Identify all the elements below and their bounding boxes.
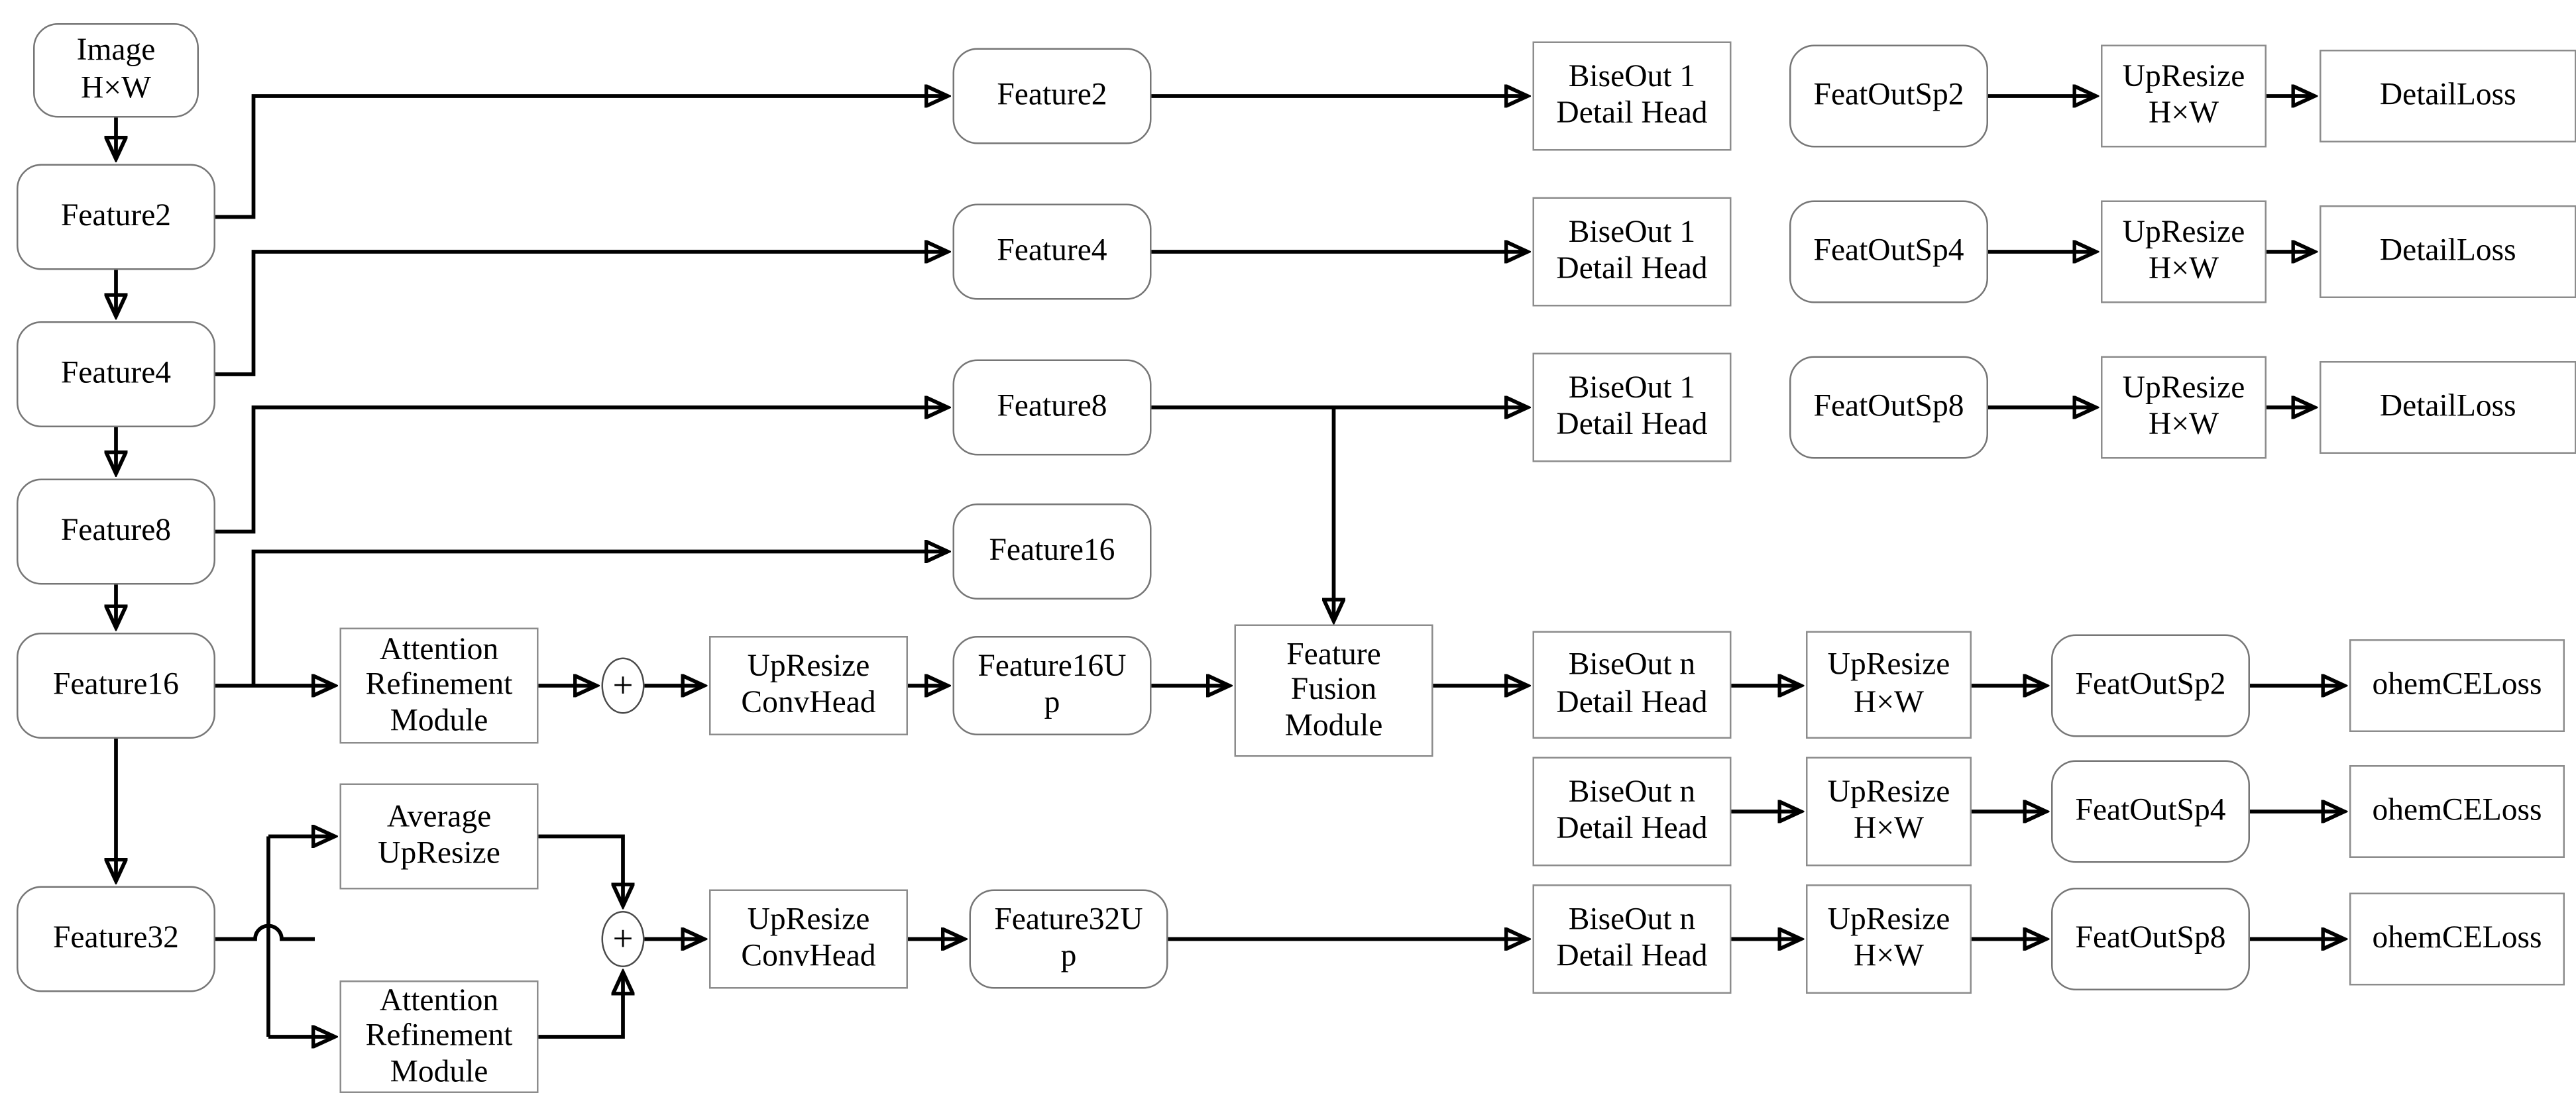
node-upresize-hw-bot3: UpResize H×W	[1806, 884, 1972, 994]
node-upresize-hw-bot2: UpResize H×W	[1806, 757, 1972, 867]
node-arm16: Attention Refinement Module	[339, 627, 539, 744]
plus-operator-32: +	[601, 911, 645, 967]
node-feature2-mid: Feature2	[952, 48, 1152, 144]
node-biseout1-row2: BiseOut 1 Detail Head	[1532, 197, 1732, 307]
node-feature32: Feature32	[17, 886, 215, 992]
node-image: Image H×W	[33, 23, 199, 118]
node-average-upresize: Average UpResize	[339, 783, 539, 890]
node-feature4: Feature4	[17, 321, 215, 427]
node-detailloss-1: DetailLoss	[2320, 50, 2576, 142]
node-featoutsp8-bot: FeatOutSp8	[2051, 888, 2250, 990]
node-feature4-mid: Feature4	[952, 203, 1152, 300]
node-feature32up: Feature32U p	[969, 889, 1168, 989]
node-feature2: Feature2	[17, 164, 215, 270]
node-upresize-hw-top2: UpResize H×W	[2101, 200, 2267, 303]
node-ohemceloss-2: ohemCELoss	[2349, 765, 2565, 858]
node-feature-fusion-module: Feature Fusion Module	[1234, 624, 1433, 757]
node-feature16-mid: Feature16	[952, 503, 1152, 600]
node-biseoutn-row1: BiseOut n Detail Head	[1532, 631, 1732, 739]
node-ohemceloss-1: ohemCELoss	[2349, 639, 2565, 732]
node-biseout1-row1: BiseOut 1 Detail Head	[1532, 41, 1732, 151]
node-feature16: Feature16	[17, 633, 215, 739]
node-upresize-hw-bot1: UpResize H×W	[1806, 631, 1972, 739]
node-upresize-hw-top3: UpResize H×W	[2101, 356, 2267, 459]
edge-feature2-skip	[215, 96, 946, 219]
node-featoutsp8-top: FeatOutSp8	[1789, 356, 1988, 459]
node-biseout1-row3: BiseOut 1 Detail Head	[1532, 352, 1732, 462]
node-upresize-hw-top1: UpResize H×W	[2101, 44, 2267, 148]
node-featoutsp2-bot: FeatOutSp2	[2051, 634, 2250, 737]
edge-feature32-stub-hop	[215, 923, 315, 941]
node-featoutsp2-top: FeatOutSp2	[1789, 44, 1988, 148]
node-detailloss-3: DetailLoss	[2320, 361, 2576, 454]
edge-feature4-skip	[215, 252, 946, 376]
node-feature8-mid: Feature8	[952, 359, 1152, 456]
node-biseoutn-row2: BiseOut n Detail Head	[1532, 757, 1732, 867]
edge-avgupresize-plus32	[538, 834, 624, 905]
node-feature8: Feature8	[17, 478, 215, 585]
edge-feature16-skip	[251, 552, 946, 686]
node-featoutsp4-bot: FeatOutSp4	[2051, 760, 2250, 863]
node-detailloss-2: DetailLoss	[2320, 205, 2576, 298]
node-arm32: Attention Refinement Module	[339, 980, 539, 1093]
node-biseoutn-row3: BiseOut n Detail Head	[1532, 884, 1732, 994]
node-ohemceloss-3: ohemCELoss	[2349, 892, 2565, 986]
node-upresize-convhead-32: UpResize ConvHead	[709, 889, 908, 989]
node-upresize-convhead-16: UpResize ConvHead	[709, 636, 908, 735]
edge-feature8-skip	[215, 407, 946, 534]
edge-arm32-plus32	[538, 974, 624, 1039]
plus-operator-16: +	[601, 657, 645, 714]
node-feature16up: Feature16U p	[952, 636, 1152, 735]
node-featoutsp4-top: FeatOutSp4	[1789, 200, 1988, 303]
